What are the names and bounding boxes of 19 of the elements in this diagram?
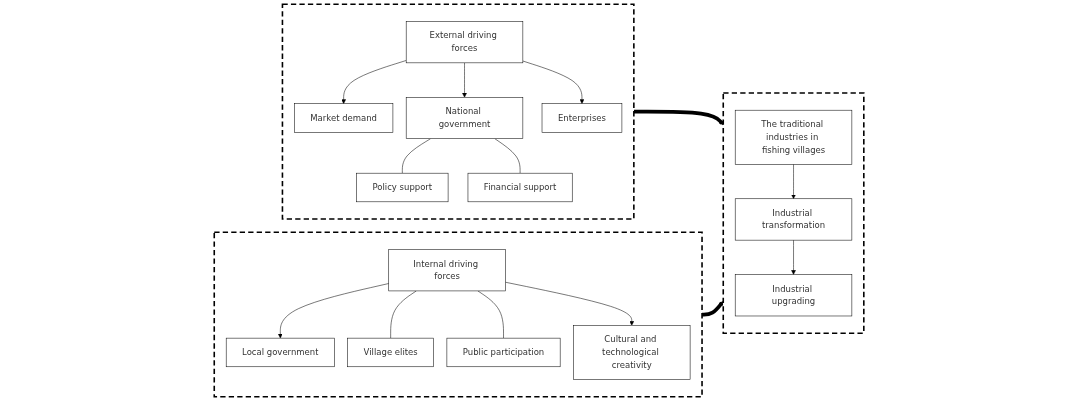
node-box: Market demand	[294, 103, 394, 133]
arrow	[634, 109, 724, 126]
node-box: Policy support	[356, 172, 449, 203]
cluster	[213, 231, 704, 398]
arrow	[702, 301, 724, 317]
node-box: Internal driving forces	[388, 249, 507, 292]
node-box: Local government	[226, 337, 336, 368]
node-box: Public participation	[447, 337, 561, 368]
node-box: Financial support	[468, 172, 573, 203]
node-box: Village elites	[347, 337, 435, 368]
cluster	[722, 92, 866, 335]
node-box: Industrial transformation	[735, 198, 853, 241]
node-box: Cultural and technological creativity	[573, 325, 691, 380]
node-box: National government	[406, 97, 524, 139]
node-box: External driving forces	[406, 21, 524, 64]
cluster	[282, 3, 636, 220]
node-box: Enterprises	[542, 103, 623, 133]
node-box: The traditional industries in fishing villages	[735, 109, 853, 165]
node-box: Industrial upgrading	[735, 274, 853, 317]
